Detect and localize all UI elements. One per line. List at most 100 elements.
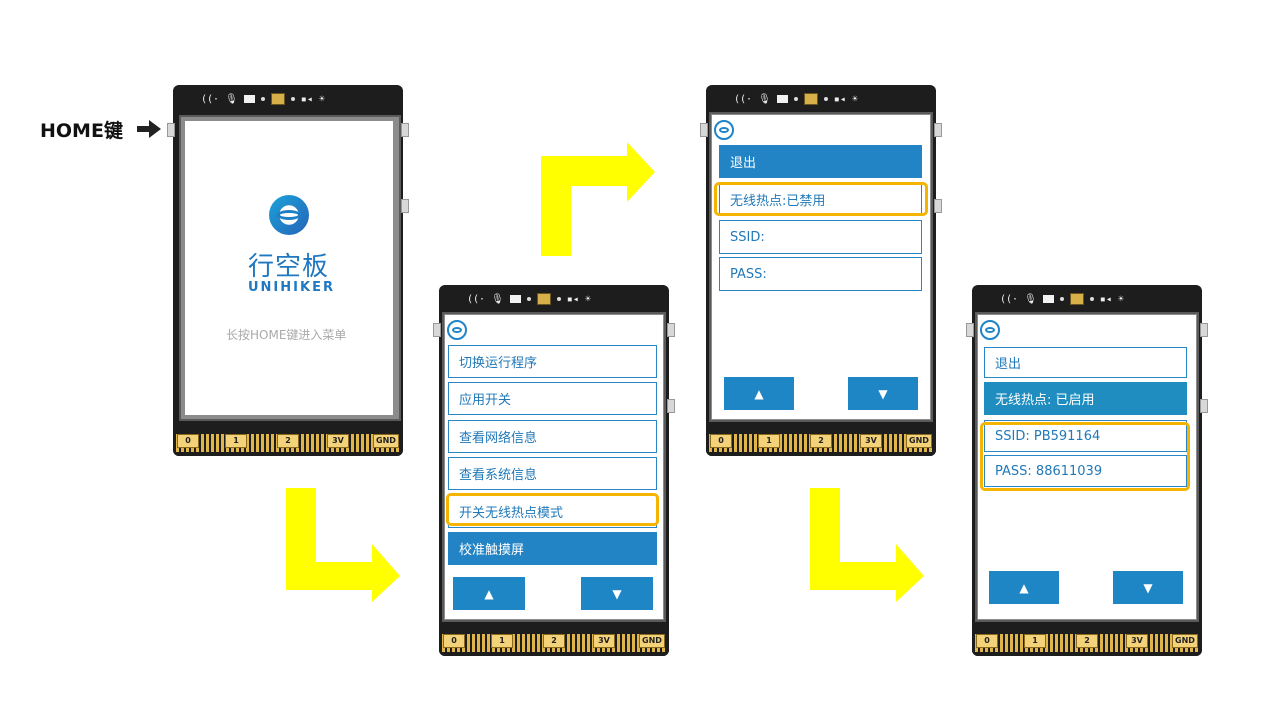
menu-item-hotspot-mode[interactable]: 开关无线热点模式 <box>448 495 657 528</box>
signal-icon: ((· <box>734 93 753 105</box>
menu-item-network-info[interactable]: 查看网络信息 <box>448 420 657 453</box>
led-icon <box>776 95 788 103</box>
side-button-b[interactable] <box>667 399 675 413</box>
pin-label: 3V <box>1126 634 1148 648</box>
exit-button[interactable]: 退出 <box>719 145 922 178</box>
side-button-a[interactable] <box>1200 323 1208 337</box>
brand-name-cn: 行空板 <box>248 252 330 282</box>
hotspot-enabled-screen: 退出 无线热点: 已启用 SSID: PB591164 PASS: 886110… <box>978 315 1196 619</box>
menu-item-calibrate-touch[interactable]: 校准触摸屏 <box>448 532 657 565</box>
device-hotspot-disabled: ((· 🎙 ▪◂ ☀ 退出 无线热点:已禁用 SSID: PASS: ▲ ▼ 0… <box>700 85 942 456</box>
menu-item-switch-program[interactable]: 切换运行程序 <box>448 345 657 378</box>
splash-screen: 行空板 UNIHIKER 长按HOME键进入菜单 <box>185 121 393 415</box>
signal-icon: ((· <box>1000 293 1019 305</box>
pin-header: 0 1 2 3V GND <box>972 630 1202 656</box>
side-button-a[interactable] <box>934 123 942 137</box>
unihiker-logo-icon <box>980 320 1000 340</box>
splash-hint: 长按HOME键进入菜单 <box>226 328 347 342</box>
light-sensor-icon: ☀ <box>318 93 325 105</box>
device-splash: ((· 🎙 ▪◂ ☀ 行空板 UNIHIKER 长按HOME键进入菜单 0 1 … <box>167 85 409 456</box>
pin-label: 1 <box>758 434 780 448</box>
sensor-strip: ((· 🎙 ▪◂ ☀ <box>1000 291 1160 307</box>
device-hotspot-enabled: ((· 🎙 ▪◂ ☀ 退出 无线热点: 已启用 SSID: PB591164 P… <box>966 285 1208 656</box>
led-icon <box>509 295 521 303</box>
pin-label: GND <box>906 434 932 448</box>
device-menu: ((· 🎙 ▪◂ ☀ 切换运行程序 应用开关 查看网络信息 查看系统信息 开关无… <box>433 285 675 656</box>
highlight-box <box>714 182 928 216</box>
scroll-up-button[interactable]: ▲ <box>724 377 794 410</box>
pin-label: 1 <box>1024 634 1046 648</box>
unihiker-logo-icon <box>714 120 734 140</box>
menu-screen: 切换运行程序 应用开关 查看网络信息 查看系统信息 开关无线热点模式 校准触摸屏… <box>445 315 663 619</box>
menu-item-app-toggle[interactable]: 应用开关 <box>448 382 657 415</box>
side-button-a[interactable] <box>401 123 409 137</box>
microphone-icon: 🎙 <box>1024 293 1037 305</box>
sensor-strip: ((· 🎙 ▪◂ ☀ <box>467 291 627 307</box>
chip-icon <box>803 93 818 105</box>
chip-icon <box>1069 293 1084 305</box>
microphone-icon: 🎙 <box>491 293 504 305</box>
brand-name-en: UNIHIKER <box>248 280 335 295</box>
home-key-label: HOME键 <box>40 120 123 142</box>
highlight-box <box>446 493 659 526</box>
arrow-right-icon <box>137 120 161 138</box>
led-icon <box>243 95 255 103</box>
side-button-b[interactable] <box>1200 399 1208 413</box>
pin-label: 0 <box>177 434 199 448</box>
pin-header: 0 1 2 3V GND <box>173 430 403 456</box>
microphone-icon: 🎙 <box>758 93 771 105</box>
scroll-up-button[interactable]: ▲ <box>989 571 1059 604</box>
pin-label: 3V <box>327 434 349 448</box>
home-key[interactable] <box>966 323 974 337</box>
light-sensor-icon: ☀ <box>1117 293 1124 305</box>
scroll-down-button[interactable]: ▼ <box>1113 571 1183 604</box>
pin-label: 0 <box>976 634 998 648</box>
side-button-b[interactable] <box>401 199 409 213</box>
chip-icon <box>270 93 285 105</box>
side-button-a[interactable] <box>667 323 675 337</box>
pin-label: 2 <box>1076 634 1098 648</box>
light-sensor-icon: ☀ <box>851 93 858 105</box>
buzzer-icon: ▪◂ <box>833 93 846 105</box>
yellow-arrow-icon <box>286 488 400 602</box>
menu-item-system-info[interactable]: 查看系统信息 <box>448 457 657 490</box>
signal-icon: ((· <box>201 93 220 105</box>
pin-label: 1 <box>225 434 247 448</box>
side-button-b[interactable] <box>934 199 942 213</box>
highlight-box <box>980 422 1190 491</box>
microphone-icon: 🎙 <box>225 93 238 105</box>
home-key[interactable] <box>433 323 441 337</box>
pin-label: 2 <box>277 434 299 448</box>
pin-label: 2 <box>810 434 832 448</box>
signal-icon: ((· <box>467 293 486 305</box>
pin-label: GND <box>373 434 399 448</box>
buzzer-icon: ▪◂ <box>300 93 313 105</box>
pin-label: 1 <box>491 634 513 648</box>
home-key[interactable] <box>167 123 175 137</box>
scroll-up-button[interactable]: ▲ <box>453 577 525 610</box>
ssid-field: SSID: <box>719 220 922 254</box>
hotspot-status[interactable]: 无线热点: 已启用 <box>984 382 1187 415</box>
led-icon <box>1042 295 1054 303</box>
hotspot-disabled-screen: 退出 无线热点:已禁用 SSID: PASS: ▲ ▼ <box>712 115 930 419</box>
pin-header: 0 1 2 3V GND <box>706 430 936 456</box>
yellow-arrow-icon <box>810 488 924 602</box>
scroll-down-button[interactable]: ▼ <box>581 577 653 610</box>
exit-button[interactable]: 退出 <box>984 347 1187 378</box>
buzzer-icon: ▪◂ <box>1099 293 1112 305</box>
pin-label: 3V <box>860 434 882 448</box>
pin-label: 0 <box>443 634 465 648</box>
pass-field: PASS: <box>719 257 922 291</box>
home-key[interactable] <box>700 123 708 137</box>
pin-label: GND <box>1172 634 1198 648</box>
unihiker-logo-icon <box>447 320 467 340</box>
pin-label: 0 <box>710 434 732 448</box>
sensor-strip: ((· 🎙 ▪◂ ☀ <box>201 91 361 107</box>
pass-field: PASS: 88611039 <box>984 455 1187 487</box>
unihiker-logo-icon <box>269 195 309 235</box>
pin-label: 2 <box>543 634 565 648</box>
pin-header: 0 1 2 3V GND <box>439 630 669 656</box>
scroll-down-button[interactable]: ▼ <box>848 377 918 410</box>
buzzer-icon: ▪◂ <box>566 293 579 305</box>
sensor-strip: ((· 🎙 ▪◂ ☀ <box>734 91 894 107</box>
